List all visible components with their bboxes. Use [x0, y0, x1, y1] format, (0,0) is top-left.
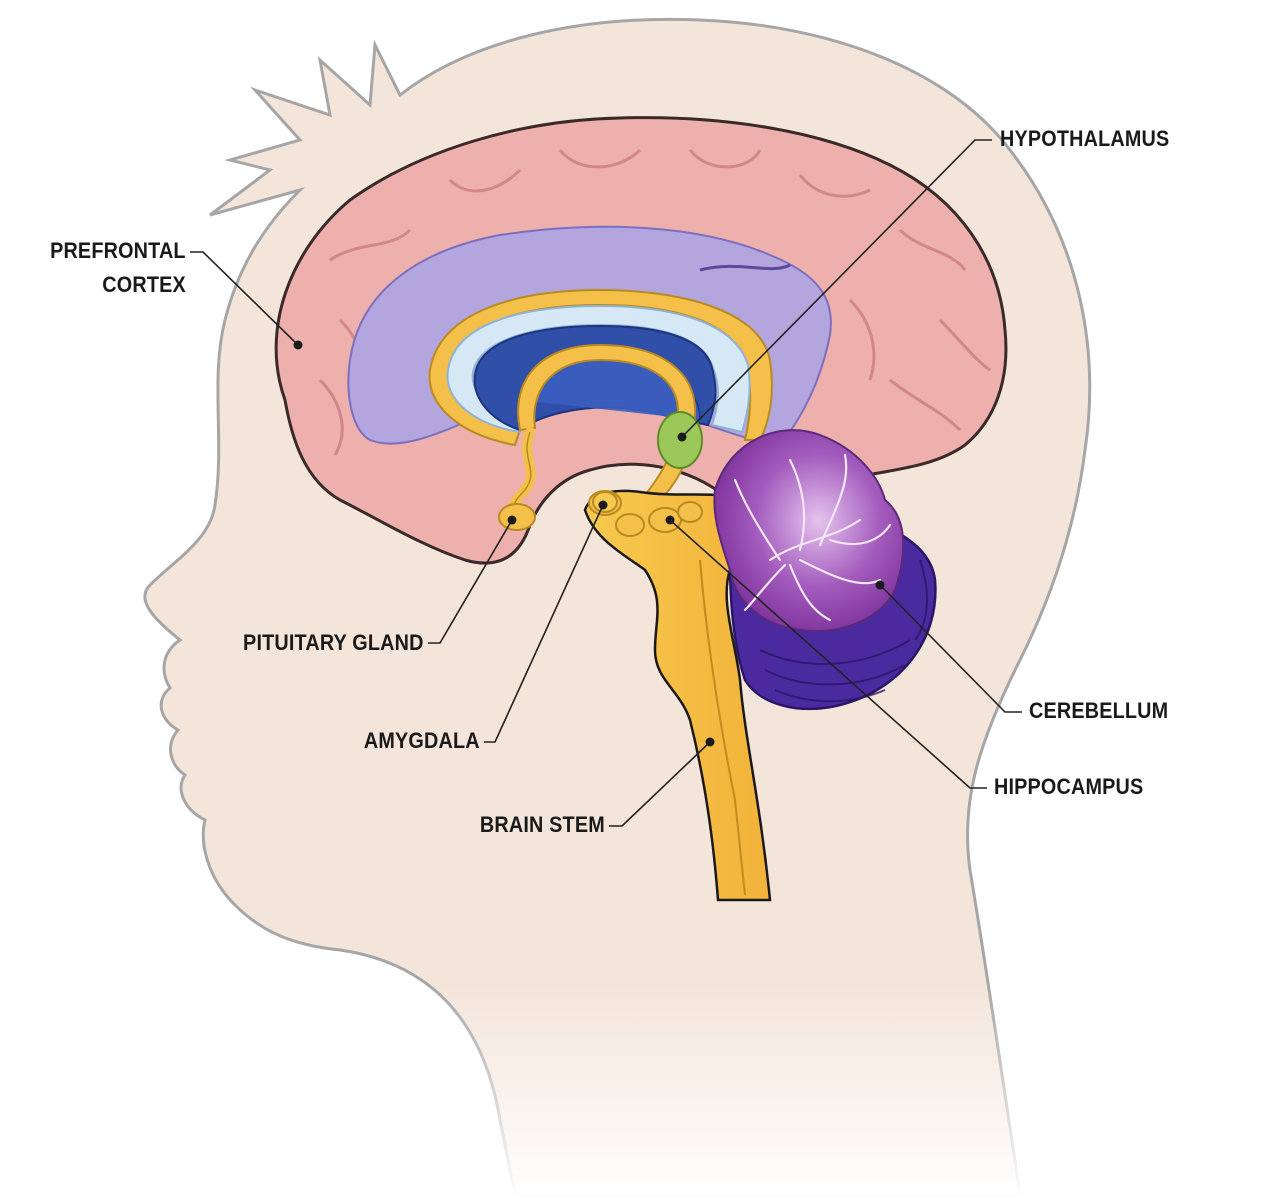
label-brain-stem: BRAIN STEM: [479, 812, 605, 837]
leader-lines: [190, 139, 1022, 827]
label-hippocampus: HIPPOCAMPUS: [994, 774, 1144, 799]
label-hypothalamus: HYPOTHALAMUS: [1000, 126, 1170, 151]
label-amygdala: AMYGDALA: [364, 728, 480, 753]
leader-pituitary: [428, 519, 513, 644]
dot-amygdala: [598, 500, 608, 510]
leader-prefrontal: [190, 251, 299, 346]
dot-cerebellum: [875, 580, 885, 590]
leader-hypothalamus: [681, 139, 992, 438]
leader-cerebellum: [879, 584, 1022, 713]
label-pituitary-gland: PITUITARY GLAND: [243, 630, 424, 655]
label-cerebellum: CEREBELLUM: [1029, 698, 1169, 723]
dot-prefrontal: [293, 340, 303, 350]
label-prefrontal-cortex-line2: CORTEX: [102, 272, 186, 297]
label-prefrontal-cortex-line1: PREFRONTAL: [50, 238, 186, 263]
leader-hippocampus: [669, 519, 987, 789]
dot-pituitary: [507, 515, 517, 525]
leader-amygdala: [484, 504, 604, 743]
leader-brain-stem: [609, 741, 711, 827]
dot-brain-stem: [705, 737, 715, 747]
dot-hypothalamus: [677, 432, 687, 442]
dot-hippocampus: [665, 515, 675, 525]
